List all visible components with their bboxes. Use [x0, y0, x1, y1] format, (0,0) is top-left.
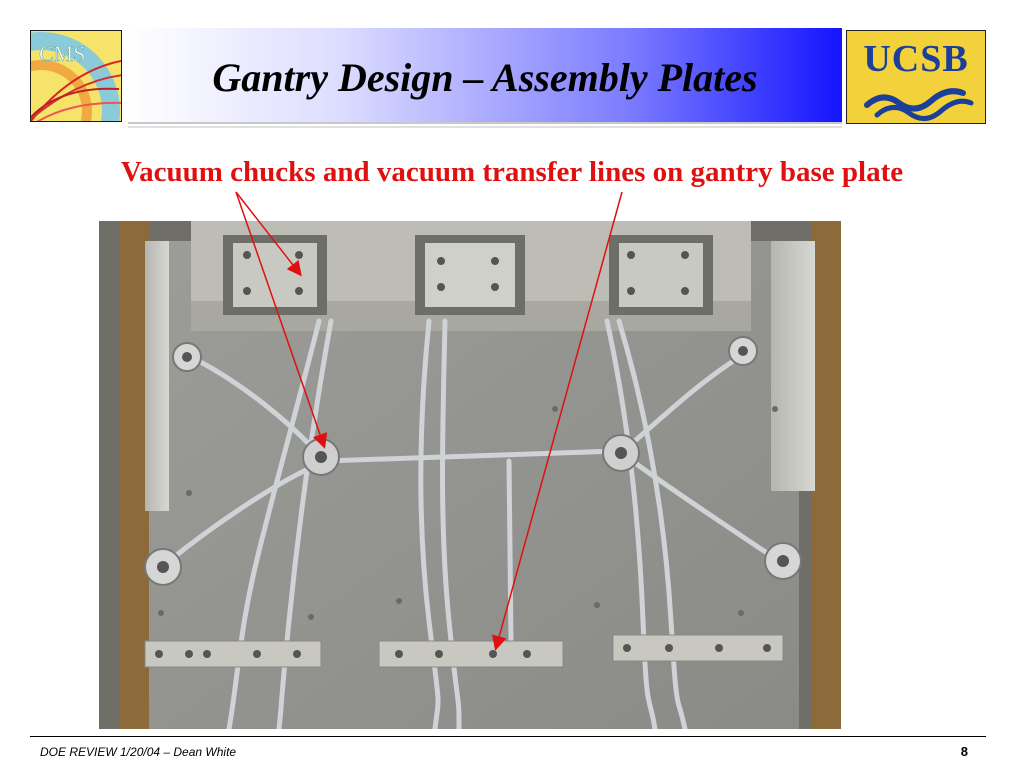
cms-logo-text: CMS: [39, 41, 85, 66]
footer-rule: [30, 736, 986, 737]
footer-text: DOE REVIEW 1/20/04 – Dean White: [40, 745, 237, 759]
gantry-photo-icon: [99, 221, 841, 729]
cms-logo: CMS: [30, 30, 122, 122]
gantry-base-plate-photo: [99, 221, 841, 729]
slide-subtitle: Vacuum chucks and vacuum transfer lines …: [120, 156, 904, 188]
ucsb-logo-icon: [864, 88, 974, 121]
title-bar: Gantry Design – Assembly Plates: [128, 28, 842, 124]
ucsb-logo: UCSB: [846, 30, 986, 124]
page-title: Gantry Design – Assembly Plates: [212, 55, 758, 100]
title-underline: [128, 126, 842, 128]
page-number: 8: [960, 744, 968, 759]
ucsb-logo-text: UCSB: [863, 38, 969, 80]
cms-logo-icon: CMS: [31, 31, 121, 121]
